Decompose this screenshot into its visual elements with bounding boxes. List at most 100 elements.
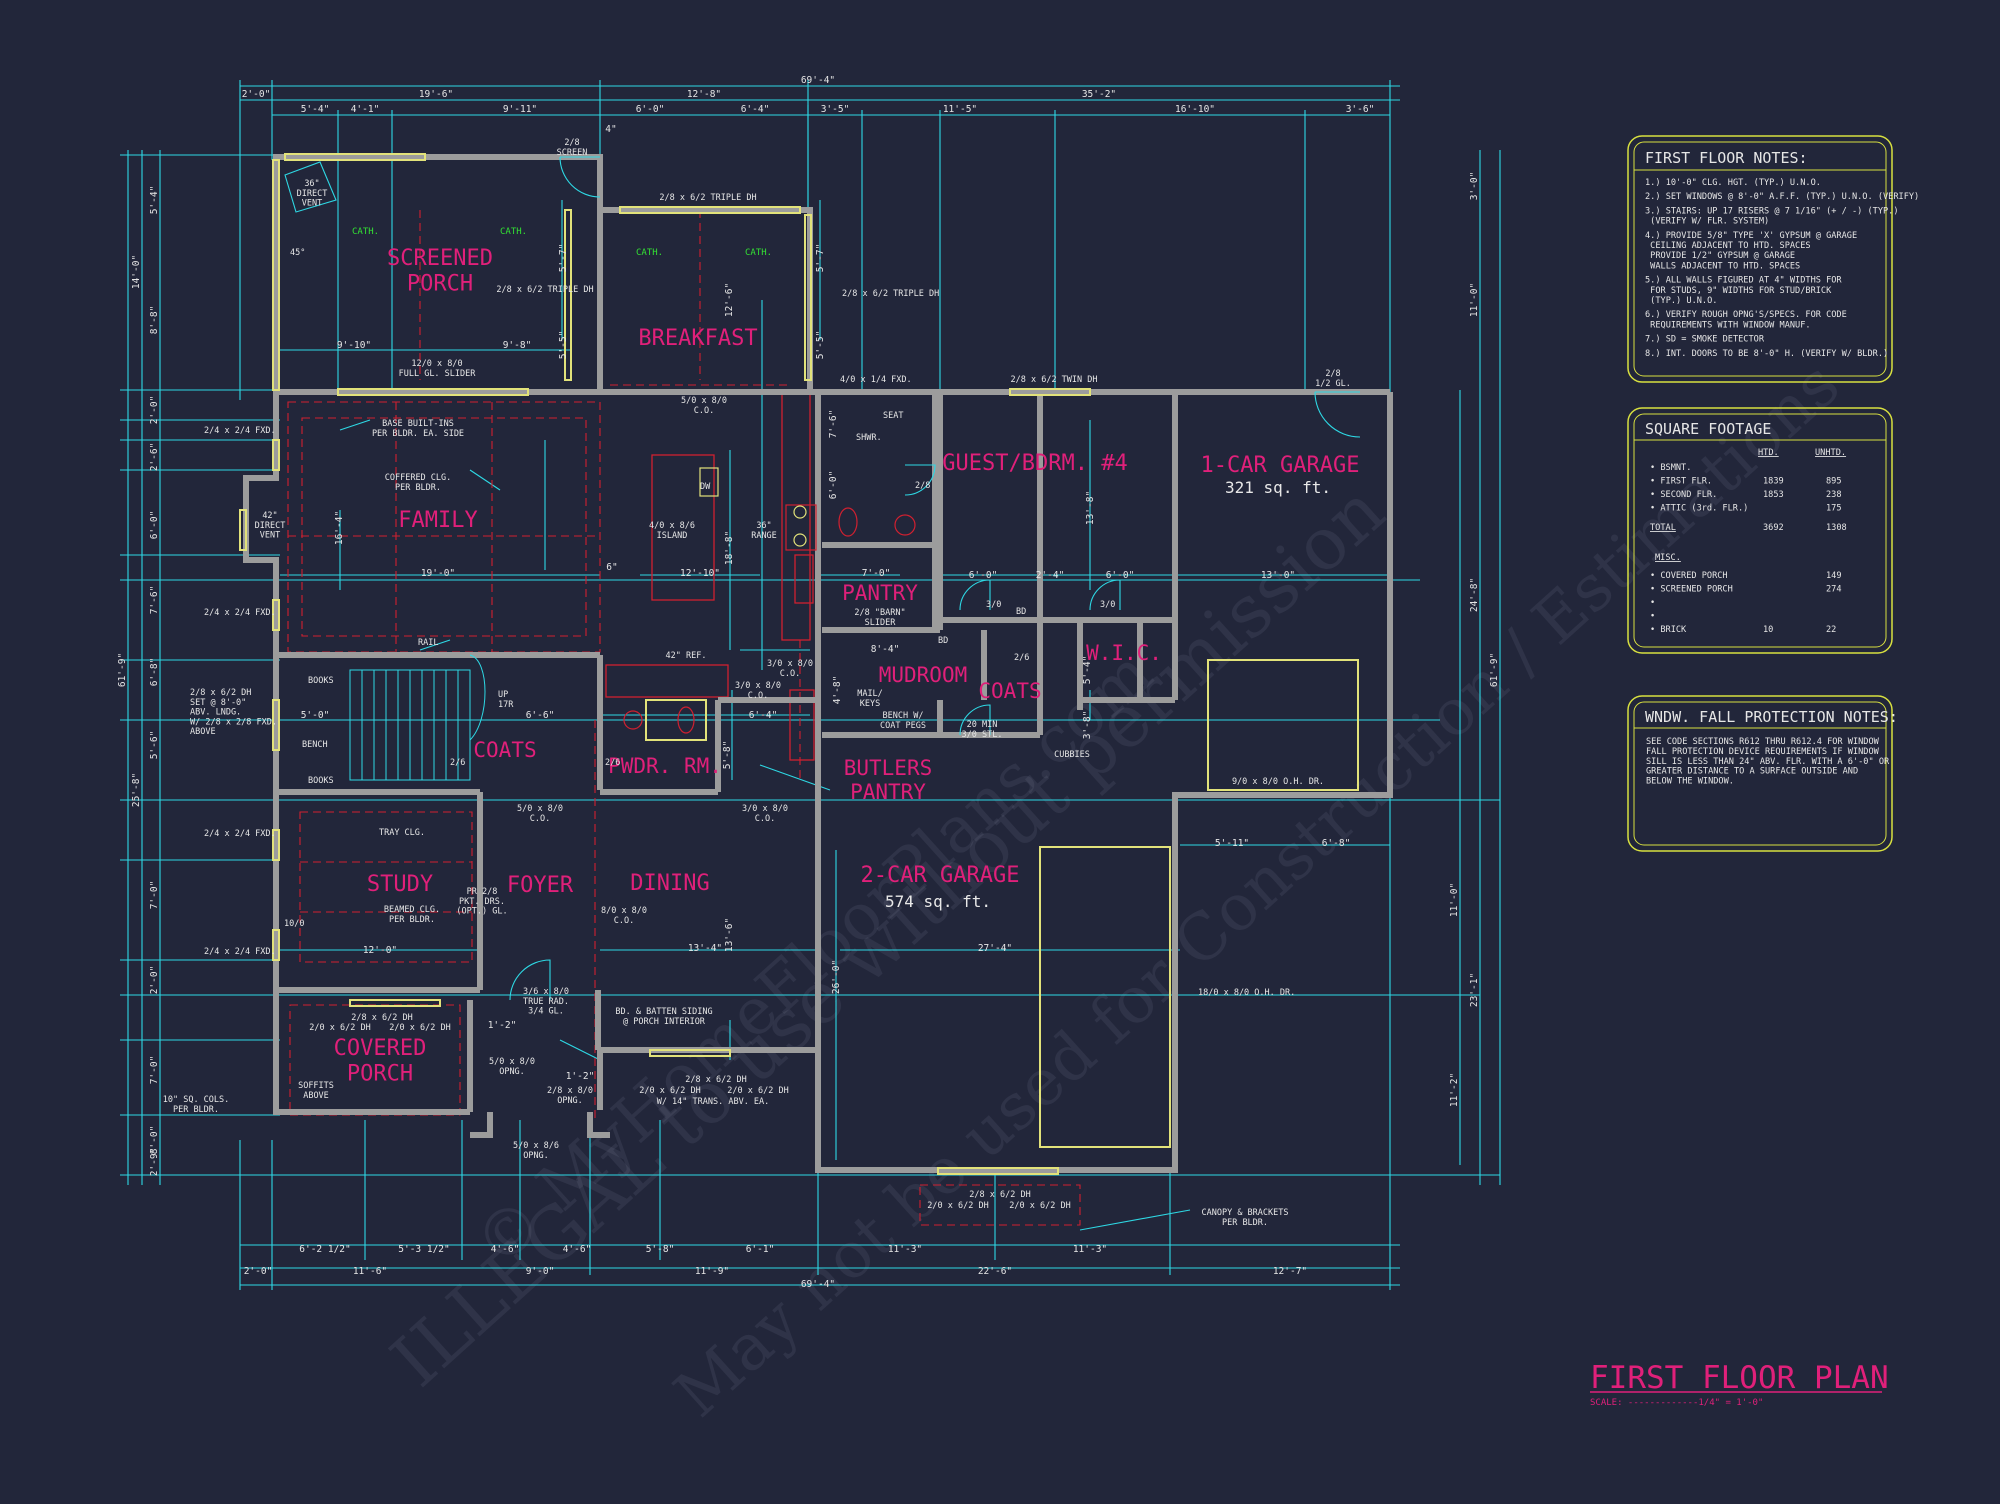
dim-int-family-v: 16'-4" bbox=[334, 511, 345, 545]
note-item-1: 2.) SET WINDOWS @ 8'-0" A.F.F. (TYP.) U.… bbox=[1645, 192, 1919, 202]
dim-int-stair-w: 5'-0" bbox=[301, 710, 330, 721]
fall-protection-panel: WNDW. FALL PROTECTION NOTES: SEE CODE SE… bbox=[1627, 695, 1898, 852]
dim-int-closet-d3: 6'-0" bbox=[1106, 570, 1135, 581]
dim-overall-bottom: 69'-4" bbox=[801, 1279, 835, 1290]
garage2-area: 574 sq. ft. bbox=[885, 892, 991, 911]
lbl-rail: RAIL bbox=[418, 638, 438, 648]
lbl-bd-1: BD bbox=[1016, 607, 1026, 617]
dim-bot-row2-0: 2'-0" bbox=[244, 1266, 273, 1277]
lbl-coffered: COFFERED CLG.PER BLDR. bbox=[385, 473, 452, 493]
lbl-45: 45° bbox=[290, 248, 305, 258]
room-dining: DINING bbox=[630, 871, 709, 896]
dim-left-outer: 61'-9" bbox=[117, 653, 128, 687]
dim-bot-row2-2: 9'-0" bbox=[526, 1266, 555, 1277]
dim-left-inner-12: 2'-9" bbox=[149, 1148, 160, 1177]
sqft-total-unhtd: 1308 bbox=[1826, 523, 1847, 533]
dim-left-inner-8: 7'-0" bbox=[149, 881, 160, 910]
lbl-door-30a: 3/0 bbox=[986, 600, 1001, 610]
dim-bot-row1-6: 11'-3" bbox=[888, 1244, 922, 1255]
dim-top-row1-0: 2'-0" bbox=[242, 89, 271, 100]
room-1-car-garage: 1-CAR GARAGE bbox=[1201, 453, 1360, 478]
lbl-tray: TRAY CLG. bbox=[379, 828, 425, 838]
lbl-mail-keys: MAIL/KEYS bbox=[857, 689, 883, 709]
sqft-col-htd: HTD. bbox=[1758, 448, 1779, 458]
lbl-fxd-3: 2/4 x 2/4 FXD. bbox=[204, 829, 276, 839]
room-guest-bdrm: GUEST/BDRM. #4 bbox=[942, 451, 1127, 476]
garage1-area: 321 sq. ft. bbox=[1225, 478, 1331, 497]
dim-int-bath-v: 7'-6" bbox=[828, 410, 839, 439]
stair bbox=[349, 654, 486, 781]
dim-int-mud-v: 4'-8" bbox=[832, 676, 843, 705]
lbl-cath-2: CATH. bbox=[500, 227, 527, 237]
dim-int-bkfst-v1: 5'-7" bbox=[815, 244, 826, 273]
dim-right-more-1: 11'-2" bbox=[1449, 1073, 1460, 1107]
room-breakfast: BREAKFAST bbox=[638, 326, 757, 351]
windows bbox=[239, 153, 1359, 1175]
dim-left-inner-10: 7'-0" bbox=[149, 1056, 160, 1085]
dim-int-bath-v2: 6'-0" bbox=[828, 471, 839, 500]
lbl-triple-dh-porch: 2/8 x 6/2 TRIPLE DH bbox=[496, 285, 593, 295]
dim-int-cub-v: 3'-8" bbox=[1082, 711, 1093, 740]
dim-top-row2-3: 6'-0" bbox=[636, 104, 665, 115]
dim-right-inner-3: 23'-1" bbox=[1469, 973, 1480, 1007]
lbl-trans: W/ 14" TRANS. ABV. EA. bbox=[657, 1097, 770, 1107]
lbl-ohdr-2: 18/0 x 8/0 O.H. DR. bbox=[1198, 988, 1295, 998]
dim-bot-row1-0: 6'-2 1/2" bbox=[299, 1244, 350, 1255]
dim-int-porch-v1: 5'-7" bbox=[558, 244, 569, 273]
sqft-misc-1-unhtd: 274 bbox=[1826, 585, 1842, 595]
lbl-ohdr-1: 9/0 x 8/0 O.H. DR. bbox=[1232, 777, 1324, 787]
sqft-misc-1-name: • SCREENED PORCH bbox=[1650, 585, 1733, 595]
lbl-dh-garage-1: 2/8 x 6/2 DH bbox=[969, 1190, 1030, 1200]
room-pwdr-rm: PWDR. RM. bbox=[608, 754, 722, 778]
dim-left-inner-3: 2'-6" bbox=[149, 443, 160, 472]
lbl-dw: DW bbox=[700, 482, 711, 492]
dimension-text: 69'-4" 69'-4" 2'-0"19'-6"12'-8"35'-2" 5'… bbox=[117, 75, 1500, 1290]
sqft-title: SQUARE FOOTAGE bbox=[1645, 420, 1771, 438]
dim-bot-row1-4: 5'-8" bbox=[646, 1244, 675, 1255]
dim-bot-row2-5: 12'-7" bbox=[1273, 1266, 1307, 1277]
lbl-books-1: BOOKS bbox=[308, 676, 334, 686]
room-2-car-garage: 2-CAR GARAGE bbox=[861, 863, 1020, 888]
dim-top-row2-1: 4'-1" bbox=[351, 104, 380, 115]
dim-overall-top: 69'-4" bbox=[801, 75, 835, 86]
lbl-fxd-41: 4/0 x 1/4 FXD. bbox=[840, 375, 912, 385]
fixtures-yellow bbox=[699, 467, 807, 547]
dim-int-porch-w1: 9'-10" bbox=[337, 340, 371, 351]
plan-scale: SCALE: -------------1/4" = 1'-0" bbox=[1590, 1398, 1763, 1408]
note-item-4: 5.) ALL WALLS FIGURED AT 4" WIDTHS FOR F… bbox=[1645, 276, 1842, 306]
room-mudroom: MUDROOM bbox=[879, 663, 968, 687]
sqft-misc-0-name: • COVERED PORCH bbox=[1650, 571, 1728, 581]
room-pantry: PANTRY bbox=[842, 581, 918, 605]
dim-top-row1-1: 19'-6" bbox=[419, 89, 453, 100]
sqft-total-htd: 3692 bbox=[1763, 523, 1784, 533]
dim-top-row2-0: 5'-4" bbox=[301, 104, 330, 115]
sqft-row-2-unhtd: 238 bbox=[1826, 490, 1842, 500]
dim-left-inner-6: 6'-8" bbox=[149, 658, 160, 687]
drawing-title: FIRST FLOOR PLAN SCALE: -------------1/4… bbox=[1590, 1360, 1889, 1408]
note-item-7: 8.) INT. DOORS TO BE 8'-0" H. (VERIFY W/… bbox=[1645, 349, 1888, 359]
lbl-seat: SEAT bbox=[883, 411, 903, 421]
dim-top-row2-6: 11'-5" bbox=[943, 104, 977, 115]
lbl-dh-dining-3: 2/0 x 6/2 DH bbox=[727, 1086, 788, 1096]
dim-int-sm2: 1'-2" bbox=[566, 1071, 595, 1082]
dim-left-inner-11: 8'-0" bbox=[149, 1126, 160, 1155]
lbl-door-30b: 3/0 bbox=[1100, 600, 1115, 610]
dim-top-row2-4: 6'-4" bbox=[741, 104, 770, 115]
sqft-row-1-unhtd: 895 bbox=[1826, 477, 1842, 487]
note-item-3: 4.) PROVIDE 5/8" TYPE 'X' GYPSUM @ GARAG… bbox=[1645, 231, 1857, 272]
dim-left-inner-4: 6'-0" bbox=[149, 511, 160, 540]
dim-top-row2-5: 3'-5" bbox=[821, 104, 850, 115]
